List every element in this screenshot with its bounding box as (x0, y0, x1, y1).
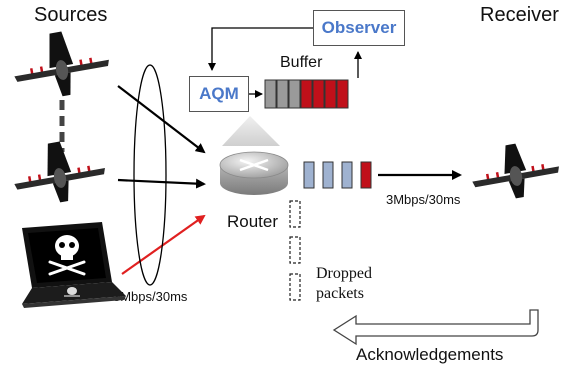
aqm-box: AQM (189, 76, 249, 112)
source-2-arrow (117, 178, 206, 189)
link-label-right: 3Mbps/30ms (386, 192, 461, 207)
acknowledgement-arrow (332, 309, 539, 346)
source-1-airplane-icon (14, 31, 109, 97)
source-1-arrow (117, 85, 206, 154)
observer-label: Observer (321, 18, 397, 37)
sources-label: Sources (34, 4, 108, 26)
aqm-label: AQM (199, 84, 239, 103)
acknowledgements-label: Acknowledgements (356, 345, 504, 364)
input-link-ellipse (133, 64, 167, 286)
router-icon (219, 151, 289, 195)
receiver-airplane-icon (472, 143, 559, 199)
feedback-loop (208, 27, 362, 98)
buffer-label: Buffer (280, 54, 323, 71)
dropped-packets (289, 200, 301, 301)
dropped-packets-label-line2: packets (316, 285, 364, 302)
attacker-laptop-skull-icon (22, 222, 126, 308)
link-label-left: 3Mbps/30ms (113, 289, 188, 304)
dropped-packets-label-line1: Dropped (316, 265, 372, 282)
router-label: Router (227, 212, 279, 231)
source-2-airplane-icon (14, 141, 105, 203)
observer-box: Observer (313, 10, 405, 46)
buffer-beam (222, 116, 280, 146)
buffer-queue (264, 79, 349, 109)
receiver-label: Receiver (480, 4, 559, 26)
router-output-queue (303, 161, 372, 189)
